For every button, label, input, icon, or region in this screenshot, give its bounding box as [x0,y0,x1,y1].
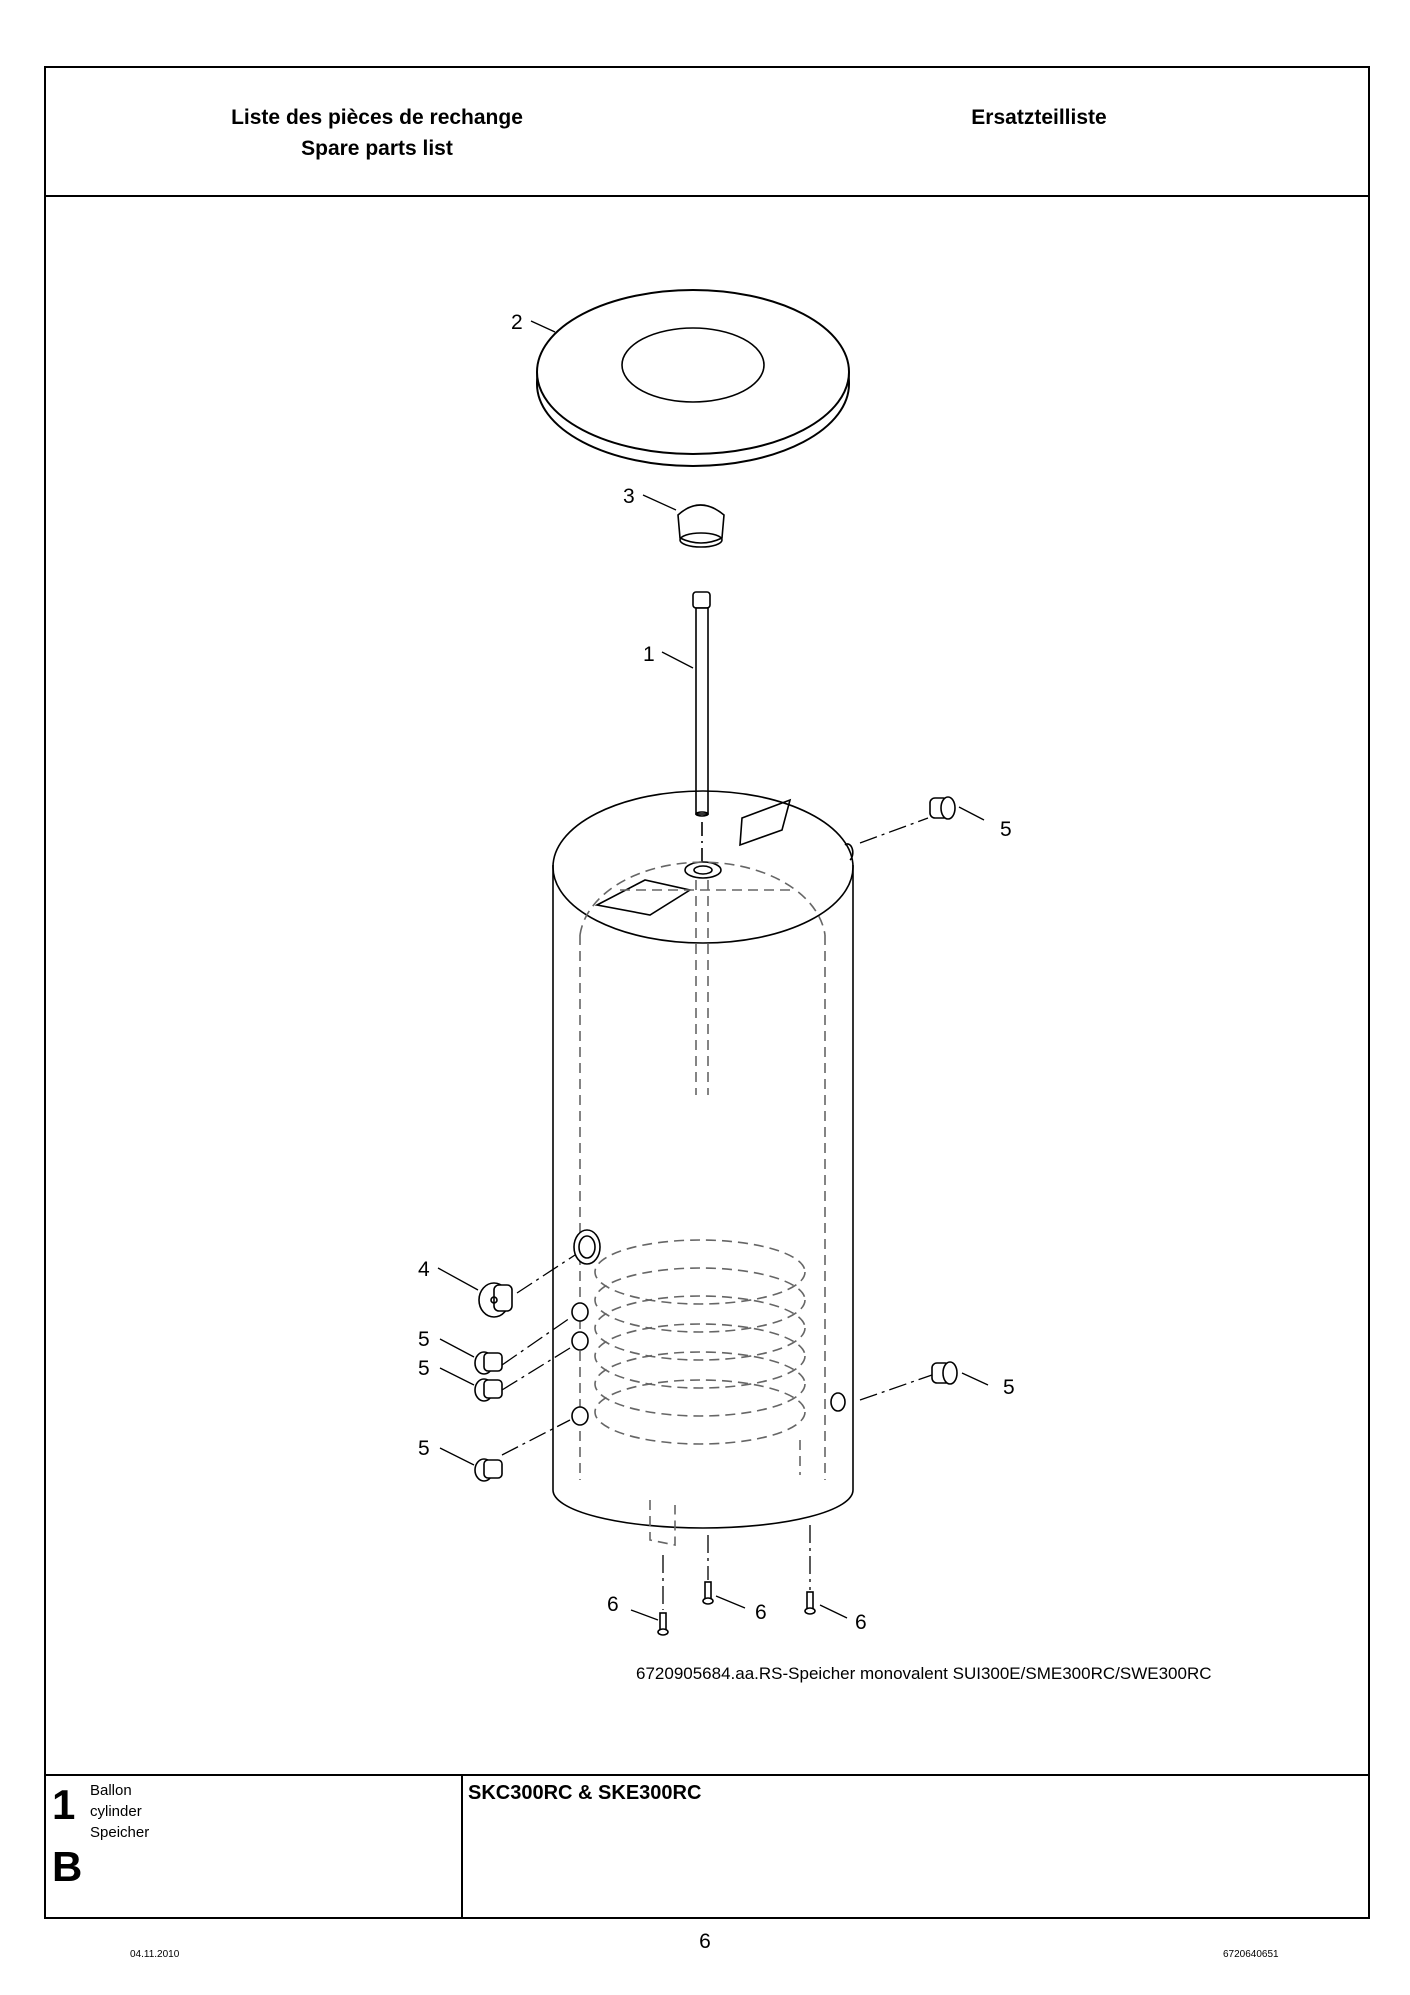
page-number: 6 [699,1930,711,1953]
name-german: Speicher [90,1824,150,1841]
model-title: SKC300RC & SKE300RC [468,1782,702,1804]
callout-5-left-3: 5 [418,1437,430,1460]
print-date: 04.11.2010 [130,1949,180,1960]
assembly-lines [501,817,933,1610]
title-english: Spare parts list [301,137,453,160]
name-english: cylinder [90,1803,142,1820]
callout-6-left: 6 [607,1593,619,1616]
anode-rod-part [692,591,711,862]
cap-part [677,504,725,548]
callout-4: 4 [418,1258,430,1281]
header: Liste des pièces de rechange Spare parts… [46,68,1368,197]
footer-divider [461,1776,463,1919]
callout-5-left-2: 5 [418,1357,430,1380]
callout-5-top-right: 5 [1000,818,1012,841]
page-frame: Liste des pièces de rechange Spare parts… [44,66,1370,1919]
title-french: Liste des pièces de rechange [231,106,523,129]
drawing-caption: 6720905684.aa.RS-Speicher monovalent SUI… [636,1664,1212,1683]
callout-6-right: 6 [855,1611,867,1634]
cylinder-connections [571,1229,846,1426]
callout-3: 3 [623,485,635,508]
cylinder-body [552,790,854,1546]
screw-parts [657,1581,816,1636]
top-cover-part [536,289,850,467]
section-letter: B [52,1843,83,1890]
callout-6-middle: 6 [755,1601,767,1624]
fitting-part-right [929,796,958,1385]
callout-5-left-1: 5 [418,1328,430,1351]
document-id: 6720640651 [1223,1949,1279,1960]
callout-5-bottom-right: 5 [1003,1376,1015,1399]
section-number: 1 [52,1781,76,1828]
fitting-part-left [474,1351,503,1482]
component-names: Ballon cylinder Speicher [90,1780,149,1843]
callout-1: 1 [643,643,655,666]
header-left-title: Liste des pièces de rechange Spare parts… [46,102,708,164]
plug-part [478,1282,513,1318]
footer-block: 1 B Ballon cylinder Speicher SKC300RC & … [46,1774,1368,1919]
name-french: Ballon [90,1782,132,1799]
title-german: Ersatzteilliste [971,106,1107,129]
callout-2: 2 [511,311,523,334]
leader-lines [437,320,989,1621]
